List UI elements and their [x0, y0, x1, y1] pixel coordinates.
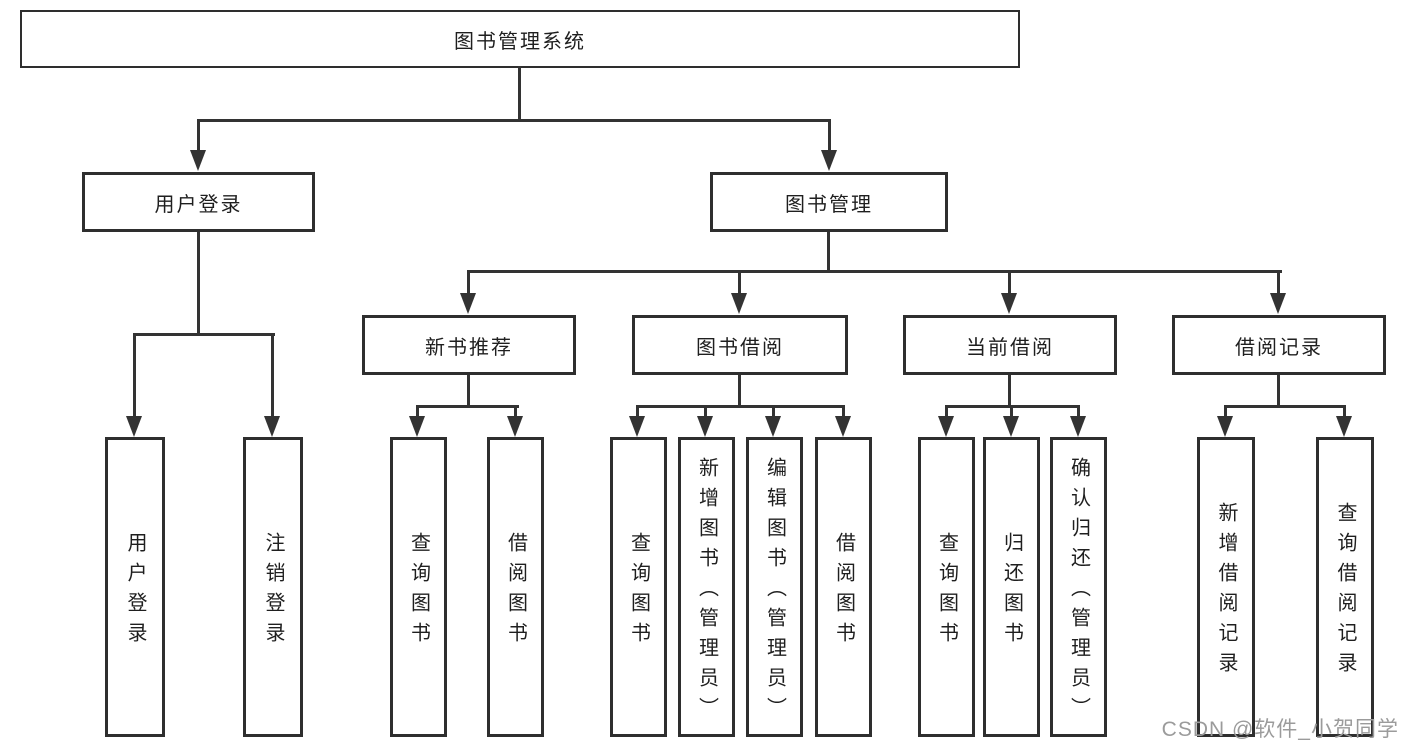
- node-book-borrowing: 图书借阅: [632, 315, 848, 375]
- connector-line: [467, 375, 470, 408]
- connector-line: [133, 333, 136, 418]
- leaf-label: 借阅图书: [504, 532, 527, 652]
- arrow-down-icon: [460, 293, 476, 314]
- connector-line: [704, 405, 707, 418]
- connector-line: [636, 405, 639, 418]
- connector-line: [842, 405, 845, 418]
- node-library-management-system: 图书管理系统: [20, 10, 1020, 68]
- leaf-label: 归还图书: [1000, 532, 1023, 652]
- arrow-down-icon: [1070, 416, 1086, 437]
- connector-line: [1077, 405, 1080, 418]
- connector-line: [197, 119, 831, 122]
- connector-line: [133, 333, 275, 336]
- connector-line: [1008, 270, 1011, 296]
- arrow-down-icon: [1336, 416, 1352, 437]
- connector-line: [271, 333, 274, 418]
- arrow-down-icon: [507, 416, 523, 437]
- arrow-down-icon: [835, 416, 851, 437]
- connector-line: [197, 119, 200, 153]
- arrow-down-icon: [264, 416, 280, 437]
- connector-line: [772, 405, 775, 418]
- connector-line: [1224, 405, 1227, 418]
- leaf-query-books: 查询图书: [610, 437, 667, 737]
- node-label: 当前借阅: [966, 336, 1054, 359]
- leaf-return-books: 归还图书: [983, 437, 1040, 737]
- leaf-edit-books-admin: 编辑图书（管理员）: [746, 437, 803, 737]
- arrow-down-icon: [1217, 416, 1233, 437]
- node-label: 图书管理系统: [454, 30, 586, 53]
- connector-line: [828, 119, 831, 153]
- node-label: 图书管理: [785, 193, 873, 216]
- node-label: 借阅记录: [1235, 336, 1323, 359]
- connector-line: [514, 405, 517, 418]
- leaf-label: 查询图书: [407, 532, 430, 652]
- node-new-book-recommendation: 新书推荐: [362, 315, 576, 375]
- connector-line: [827, 232, 830, 273]
- arrow-down-icon: [1001, 293, 1017, 314]
- node-borrowing-records: 借阅记录: [1172, 315, 1386, 375]
- connector-line: [467, 270, 470, 296]
- leaf-confirm-return-admin: 确认归还（管理员）: [1050, 437, 1107, 737]
- arrow-down-icon: [1270, 293, 1286, 314]
- connector-line: [1343, 405, 1346, 418]
- arrow-down-icon: [409, 416, 425, 437]
- connector-line: [416, 405, 519, 408]
- arrow-down-icon: [821, 150, 837, 171]
- leaf-label: 用户登录: [124, 532, 146, 652]
- arrow-down-icon: [938, 416, 954, 437]
- node-current-borrowing: 当前借阅: [903, 315, 1117, 375]
- arrow-down-icon: [629, 416, 645, 437]
- connector-line: [197, 232, 200, 336]
- leaf-label: 编辑图书（管理员）: [763, 457, 786, 727]
- connector-line: [467, 270, 1282, 273]
- connector-line: [416, 405, 419, 418]
- leaf-label: 查询图书: [935, 532, 958, 652]
- connector-line: [738, 375, 741, 408]
- connector-line: [945, 405, 948, 418]
- leaf-label: 新增图书（管理员）: [695, 457, 718, 727]
- leaf-add-books-admin: 新增图书（管理员）: [678, 437, 735, 737]
- arrow-down-icon: [190, 150, 206, 171]
- arrow-down-icon: [697, 416, 713, 437]
- leaf-query-borrow-record: 查询借阅记录: [1316, 437, 1374, 737]
- connector-line: [1224, 405, 1346, 408]
- node-label: 新书推荐: [425, 336, 513, 359]
- csdn-watermark: CSDN @软件_小贺同学: [1161, 718, 1399, 741]
- arrow-down-icon: [1003, 416, 1019, 437]
- node-label: 用户登录: [154, 193, 243, 216]
- leaf-borrow-books: 借阅图书: [815, 437, 872, 737]
- leaf-user-login: 用户登录: [105, 437, 165, 737]
- arrow-down-icon: [731, 293, 747, 314]
- leaf-add-borrow-record: 新增借阅记录: [1197, 437, 1255, 737]
- connector-line: [636, 405, 845, 408]
- leaf-label: 注销登录: [262, 532, 284, 652]
- node-user-login: 用户登录: [82, 172, 315, 232]
- node-label: 图书借阅: [696, 336, 784, 359]
- leaf-label: 确认归还（管理员）: [1067, 457, 1090, 727]
- leaf-label: 借阅图书: [832, 532, 855, 652]
- node-book-management: 图书管理: [710, 172, 948, 232]
- connector-line: [1008, 375, 1011, 408]
- connector-line: [1277, 270, 1280, 296]
- leaf-label: 查询借阅记录: [1334, 502, 1356, 682]
- connector-line: [1277, 375, 1280, 408]
- arrow-down-icon: [765, 416, 781, 437]
- connector-line: [1010, 405, 1013, 418]
- connector-line: [518, 66, 521, 121]
- arrow-down-icon: [126, 416, 142, 437]
- leaf-label: 新增借阅记录: [1215, 502, 1237, 682]
- leaf-borrow-books: 借阅图书: [487, 437, 544, 737]
- leaf-label: 查询图书: [627, 532, 650, 652]
- leaf-query-books: 查询图书: [918, 437, 975, 737]
- leaf-logout: 注销登录: [243, 437, 303, 737]
- leaf-query-books: 查询图书: [390, 437, 447, 737]
- connector-line: [738, 270, 741, 296]
